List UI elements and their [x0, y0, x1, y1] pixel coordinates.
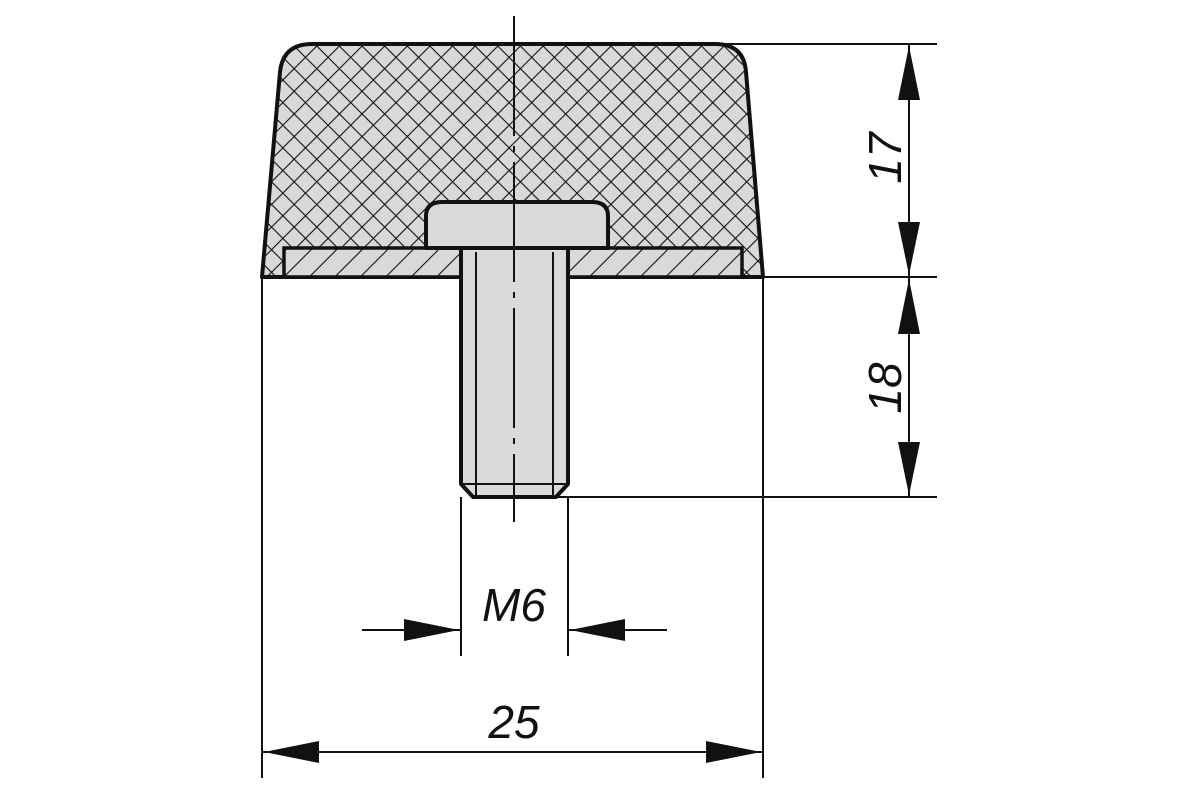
- arrow-head-18-top: [898, 279, 920, 334]
- screw-head: [424, 200, 610, 250]
- arrow-head-18-bottom: [898, 442, 920, 495]
- dimension-total-width: 25: [262, 696, 763, 763]
- arrow-head-m6-left: [404, 619, 459, 641]
- dimension-label-18: 18: [859, 362, 911, 414]
- dimension-thread: M6: [362, 579, 667, 641]
- arrow-head-17-bottom: [898, 222, 920, 275]
- dimension-label-17: 17: [859, 131, 911, 184]
- dimension-label-m6: M6: [482, 579, 546, 631]
- arrow-head-m6-right: [570, 619, 625, 641]
- dimension-stud-length: 18: [859, 277, 920, 497]
- arrow-head-17-top: [898, 46, 920, 100]
- dimension-label-25: 25: [487, 696, 540, 748]
- arrow-head-25-right: [706, 741, 761, 763]
- dimension-body-height: 17: [859, 44, 920, 277]
- arrow-head-25-left: [264, 741, 319, 763]
